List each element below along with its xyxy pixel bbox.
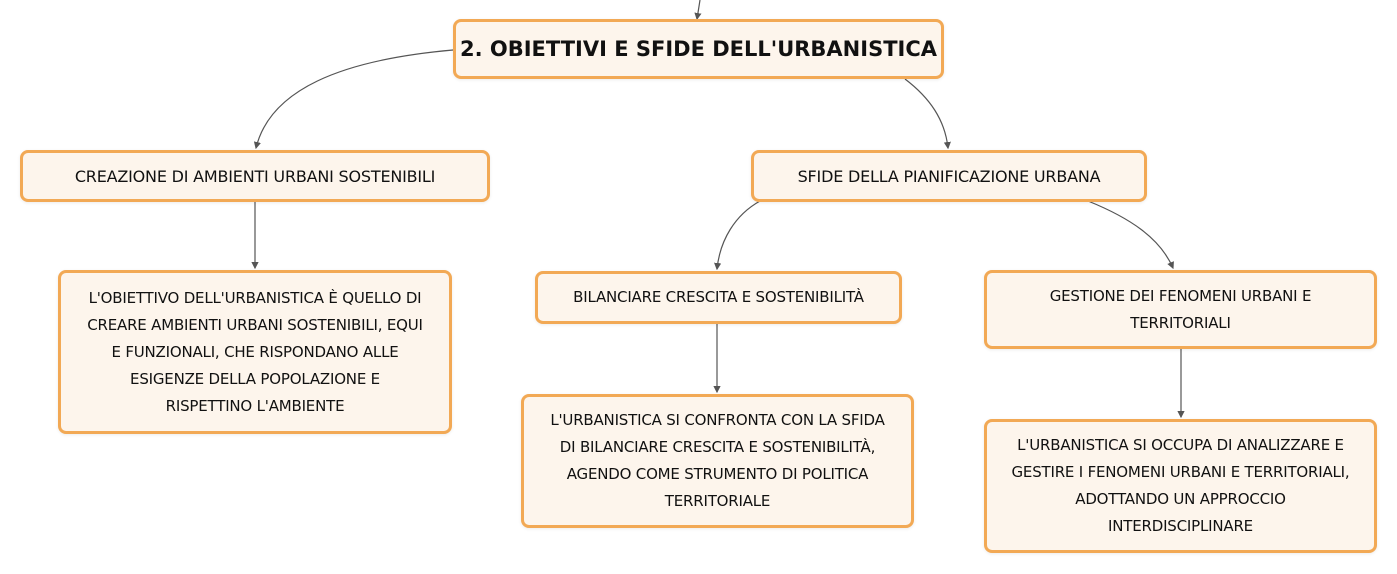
link-root-sfide <box>904 78 951 150</box>
link-sfide-gestione <box>1087 200 1174 270</box>
node-gestione-detail[interactable]: L'URBANISTICA SI OCCUPA DI ANALIZZARE E … <box>984 419 1377 553</box>
node-label: L'URBANISTICA SI CONFRONTA CON LA SFIDA … <box>550 411 885 510</box>
link-sfide-bilanciare <box>714 200 761 271</box>
node-label: CREAZIONE DI AMBIENTI URBANI SOSTENIBILI <box>74 166 436 186</box>
node-bilanciare-detail[interactable]: L'URBANISTICA SI CONFRONTA CON LA SFIDA … <box>521 394 914 528</box>
node-label: BILANCIARE CRESCITA E SOSTENIBILITÀ <box>573 288 864 306</box>
node-creazione-ambienti[interactable]: CREAZIONE DI AMBIENTI URBANI SOSTENIBILI <box>20 150 490 202</box>
node-label: L'URBANISTICA SI OCCUPA DI ANALIZZARE E … <box>1011 436 1350 535</box>
node-label: GESTIONE DEI FENOMENI URBANI E TERRITORI… <box>1049 286 1312 332</box>
link-root-creazione <box>253 49 454 150</box>
node-label: L'OBIETTIVO DELL'URBANISTICA È QUELLO DI… <box>87 288 423 415</box>
node-bilanciare[interactable]: BILANCIARE CRESCITA E SOSTENIBILITÀ <box>535 271 902 324</box>
root-node[interactable]: 2. OBIETTIVI E SFIDE DELL'URBANISTICA <box>453 19 944 79</box>
node-label: SFIDE DELLA PIANIFICAZIONE URBANA <box>797 166 1101 186</box>
link-parent-root <box>694 0 702 21</box>
node-obiettivo-detail[interactable]: L'OBIETTIVO DELL'URBANISTICA È QUELLO DI… <box>58 270 452 434</box>
node-sfide-pianificazione[interactable]: SFIDE DELLA PIANIFICAZIONE URBANA <box>751 150 1147 202</box>
root-label: 2. OBIETTIVI E SFIDE DELL'URBANISTICA <box>459 36 938 61</box>
node-gestione[interactable]: GESTIONE DEI FENOMENI URBANI E TERRITORI… <box>984 270 1377 349</box>
